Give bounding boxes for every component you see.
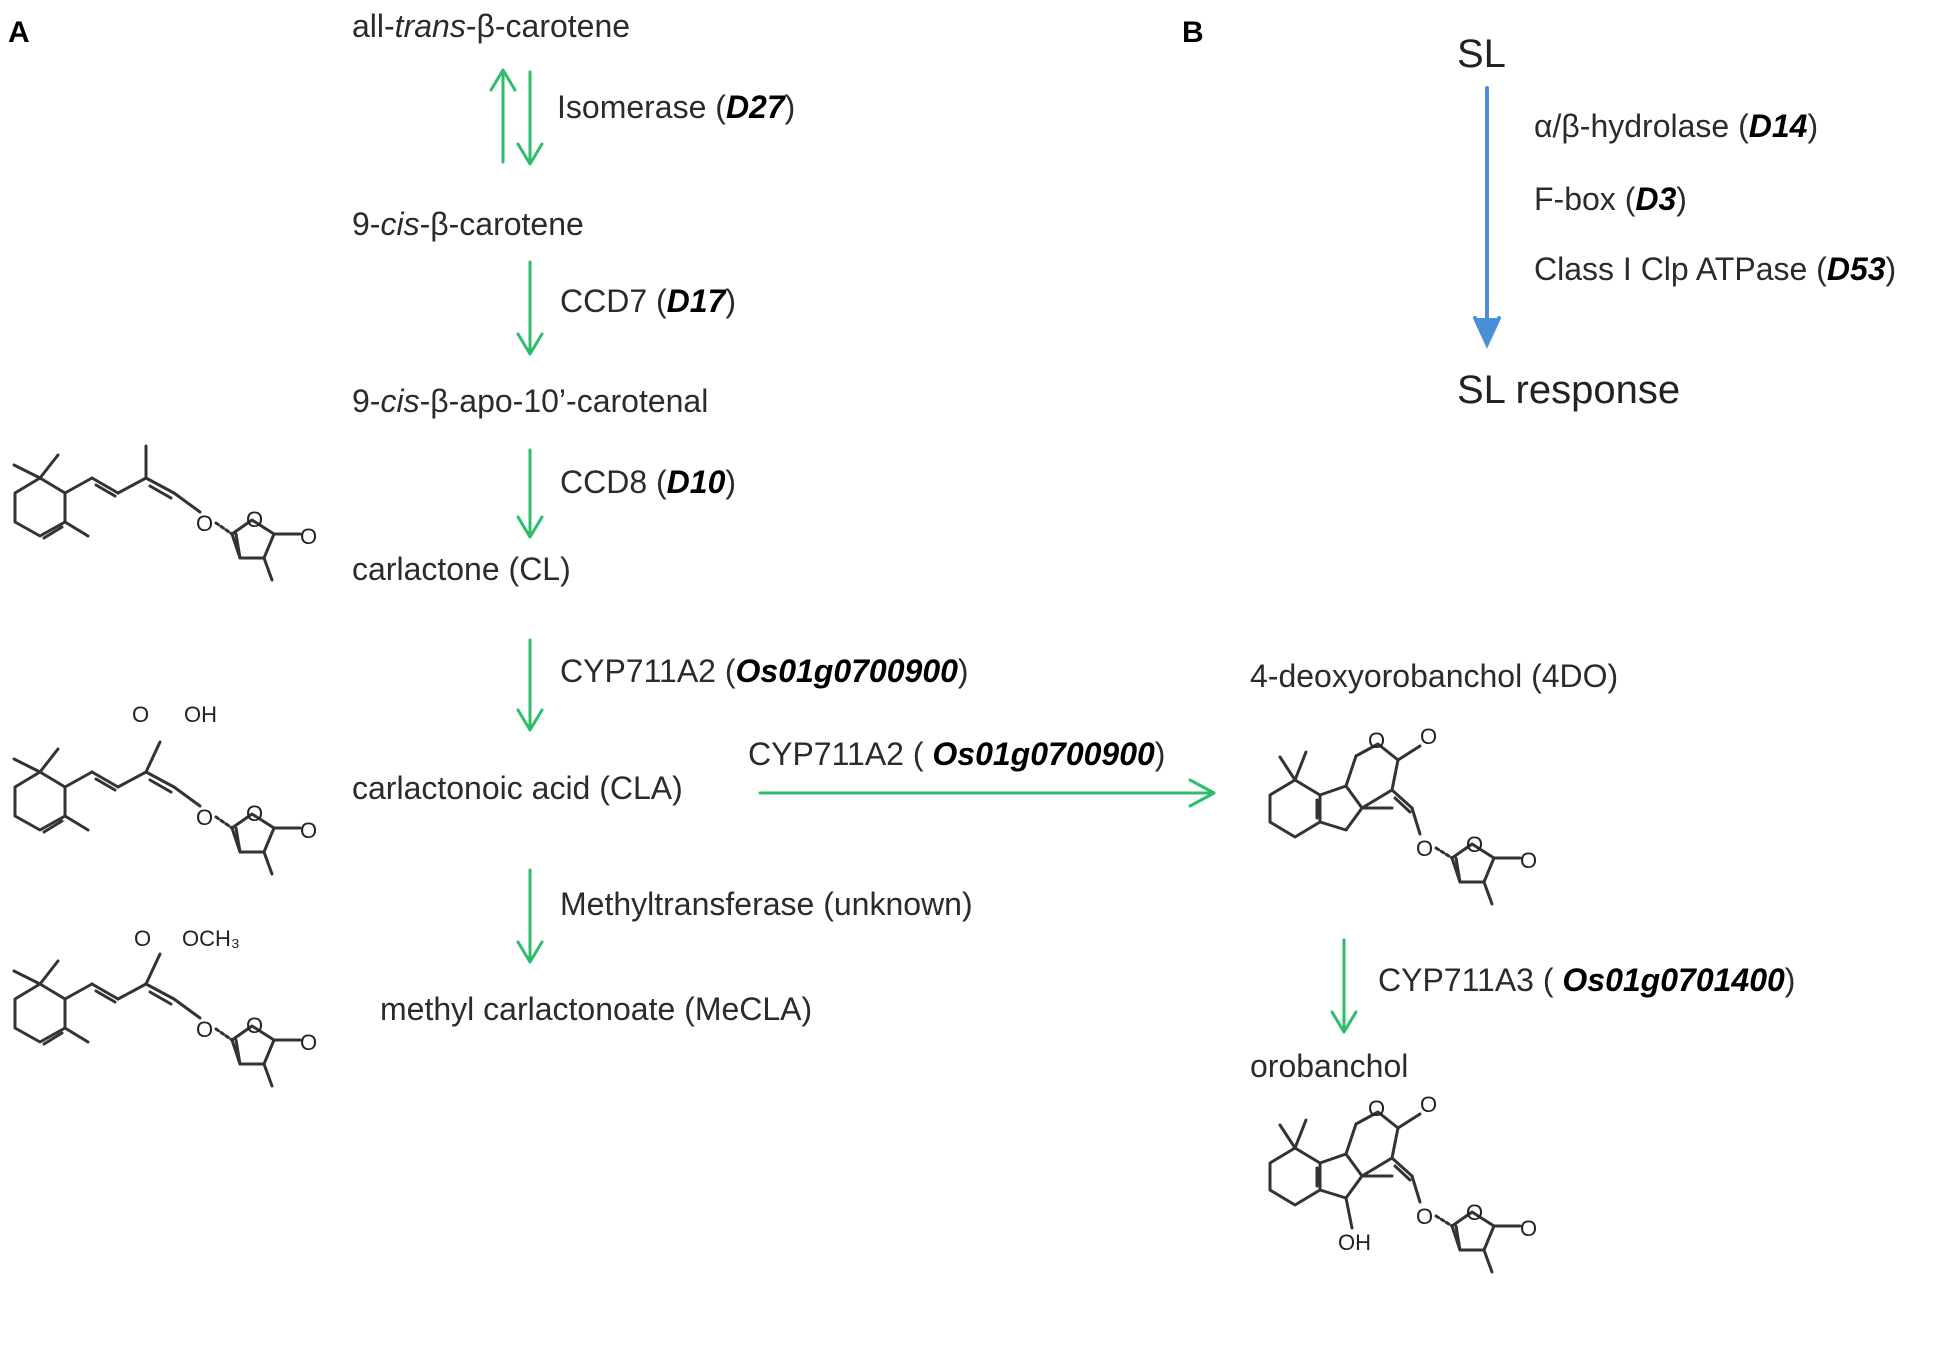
mecla-carbonyl-o-label: O [300, 1030, 317, 1055]
cyp711a2-right-arrow [758, 778, 1216, 808]
cla-ring-o-label: O [246, 801, 263, 826]
cla-carbonyl-o-label: O [300, 818, 317, 843]
methyl-carlactonoate-label: methyl carlactonoate (MeCLA) [380, 991, 813, 1027]
nine-cis-beta-carotene-label: 9-cis-β-carotene [352, 206, 584, 242]
4do-carbonyl-o-label: O [1420, 724, 1437, 749]
cyp711a2-down-label: CYP711A2 (Os01g0700900) [560, 653, 969, 689]
carlactone-label: carlactone (CL) [352, 551, 571, 587]
ccd7-arrow [516, 260, 544, 356]
cla-ether-o-label: O [196, 805, 213, 830]
clp-atpase-label: Class I Clp ATPase (D53) [1534, 251, 1897, 287]
methyl-carlactonoate-structure: O OCH₃ O O O [12, 926, 317, 1088]
orobanchol-ether-o-label: O [1416, 1204, 1433, 1229]
ccd7-label: CCD7 (D17) [560, 283, 737, 319]
carlactonoic-acid-structure: O OH O O O [12, 702, 317, 876]
atom-o-label: O [196, 511, 213, 536]
all-trans-beta-carotene-label: all-trans-β-carotene [352, 8, 631, 44]
isomerase-down-arrow [516, 70, 544, 166]
ring-o-label: O [246, 507, 263, 532]
carbonyl-o-label: O [300, 524, 317, 549]
apo-carotenal-label: 9-cis-β-apo-10’-carotenal [352, 383, 709, 419]
orobanchol-structure: OH O O O O O [1268, 1092, 1537, 1274]
methyltransferase-arrow [516, 868, 544, 964]
orobanchol-oh-label: OH [1338, 1230, 1371, 1255]
four-deoxyorobanchol-label: 4-deoxyorobanchol (4DO) [1250, 658, 1619, 694]
isomerase-up-arrow [489, 68, 517, 164]
ccd8-arrow [516, 448, 544, 539]
4do-lactone-o-label: O [1466, 832, 1483, 857]
panel-label-a: A [8, 16, 30, 49]
mecla-ring-o-label: O [246, 1013, 263, 1038]
orobanchol-lactone-carbonyl-o-label: O [1520, 1216, 1537, 1241]
carlactone-structure: O O O [12, 444, 317, 582]
cyp711a2-down-arrow [516, 638, 544, 732]
ester-o-label: O [134, 926, 151, 951]
isomerase-label: Isomerase (D27) [557, 89, 796, 125]
mecla-ether-o-label: O [196, 1017, 213, 1042]
orobanchol-lactone-o-label: O [1466, 1200, 1483, 1225]
cyp711a3-label: CYP711A3 ( Os01g0701400) [1378, 962, 1796, 998]
ccd8-label: CCD8 (D10) [560, 464, 737, 500]
fbox-label: F-box (D3) [1534, 181, 1687, 217]
cyp711a3-arrow [1330, 938, 1358, 1034]
signal-arrow [1473, 86, 1501, 349]
4do-ether-o-label: O [1416, 836, 1433, 861]
ester-och3-label: OCH₃ [182, 926, 240, 951]
orobanchol-label: orobanchol [1250, 1048, 1409, 1084]
sl-label: SL [1457, 32, 1506, 76]
sl-response-label: SL response [1457, 368, 1681, 412]
4do-lactone-carbonyl-o-label: O [1520, 848, 1537, 873]
4do-ring-o-label: O [1368, 728, 1385, 753]
acid-o-label: O [132, 702, 149, 727]
orobanchol-carbonyl-o-label: O [1420, 1092, 1437, 1117]
panel-label-b: B [1182, 16, 1204, 49]
orobanchol-ring-o-label: O [1368, 1096, 1385, 1121]
acid-oh-label: OH [184, 702, 217, 727]
four-deoxyorobanchol-structure: O O O O O [1268, 724, 1537, 906]
carlactonoic-acid-label: carlactonoic acid (CLA) [352, 770, 683, 806]
methyltransferase-label: Methyltransferase (unknown) [560, 886, 973, 922]
cyp711a2-right-label: CYP711A2 ( Os01g0700900) [748, 736, 1166, 772]
hydrolase-label: α/β-hydrolase (D14) [1534, 108, 1819, 144]
